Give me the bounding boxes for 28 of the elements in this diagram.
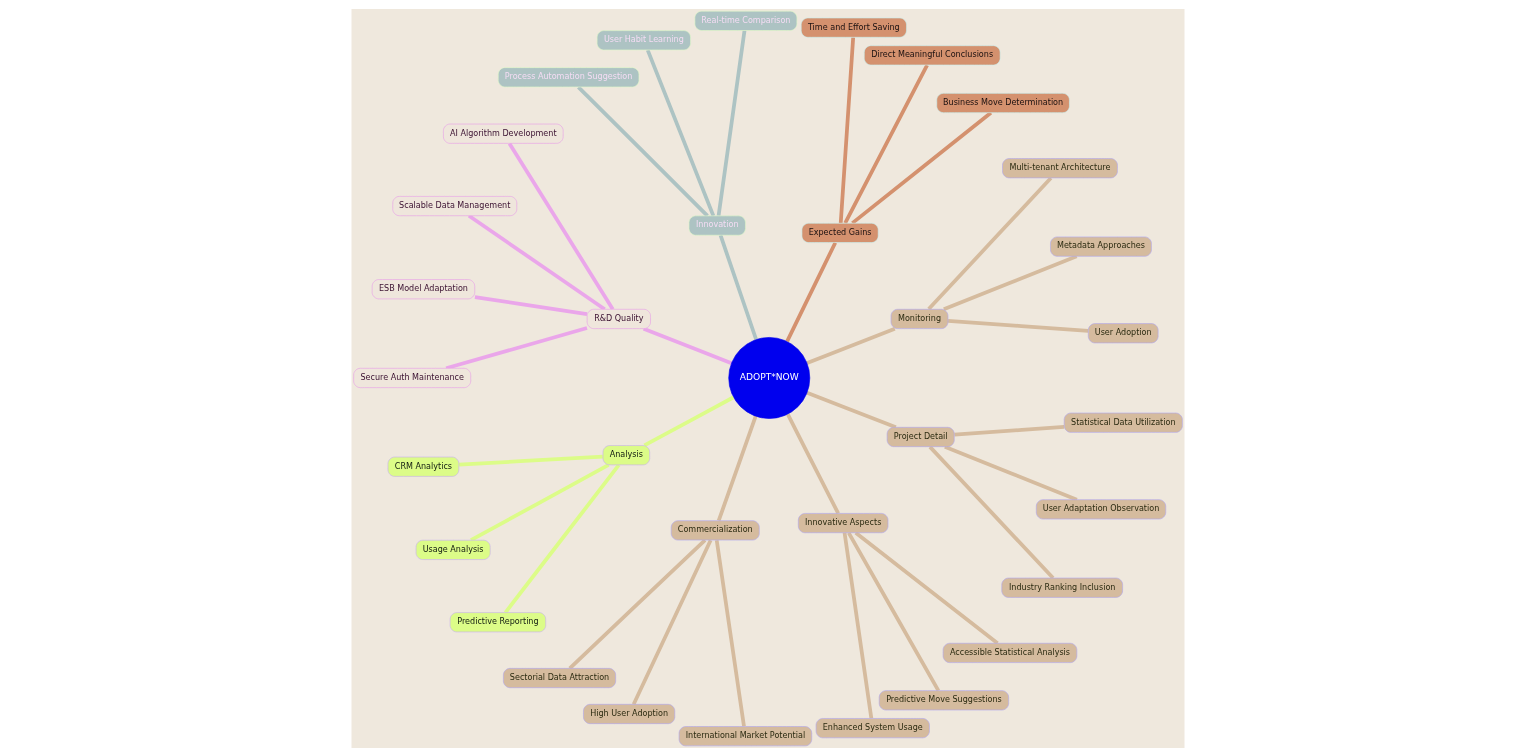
connector — [577, 85, 709, 217]
connector — [785, 241, 837, 342]
connector — [645, 48, 716, 217]
connector — [806, 326, 896, 365]
connector — [503, 463, 621, 614]
connector — [458, 454, 603, 467]
connector — [944, 444, 1078, 501]
connector — [838, 36, 856, 223]
connector — [716, 415, 758, 521]
connector — [716, 29, 747, 216]
connector — [927, 176, 1053, 310]
node-circle: ADOPT*NOW — [728, 336, 811, 419]
connector — [642, 326, 733, 365]
connector — [928, 445, 1055, 579]
connector — [474, 294, 588, 316]
connector — [842, 532, 874, 719]
connector — [943, 254, 1078, 311]
connector — [631, 538, 713, 705]
connector — [954, 424, 1065, 436]
connector — [643, 395, 735, 447]
connector — [714, 539, 746, 727]
connector — [843, 63, 929, 224]
connector — [718, 234, 758, 340]
connector — [847, 531, 941, 691]
connector — [786, 412, 840, 514]
connector — [507, 142, 615, 310]
connector — [806, 390, 897, 429]
connector — [947, 318, 1089, 333]
